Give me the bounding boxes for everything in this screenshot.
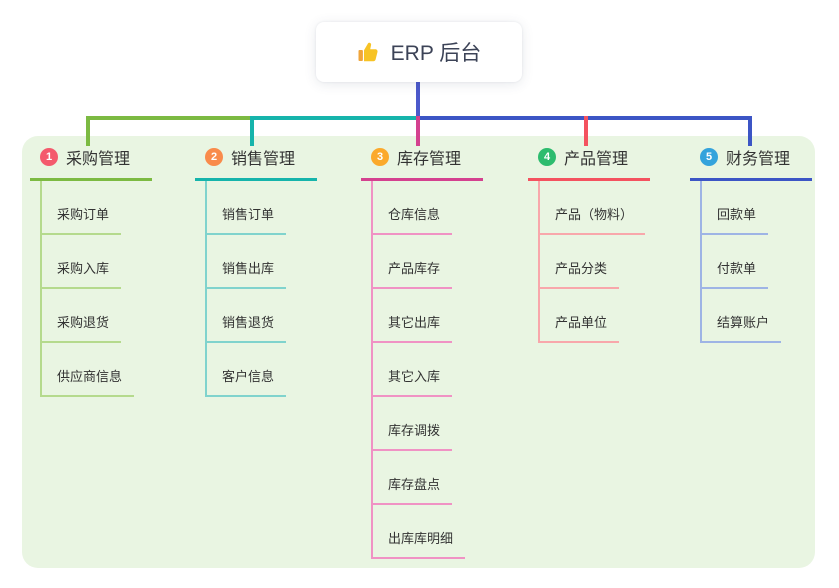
branch: 5 财务管理 回款单付款单结算账户 (690, 145, 812, 343)
child-label: 产品分类 (540, 261, 620, 289)
child-label: 产品（物料） (540, 207, 646, 235)
child-node[interactable]: 产品库存 (373, 235, 483, 289)
child-node[interactable]: 供应商信息 (42, 343, 152, 397)
child-node[interactable]: 客户信息 (207, 343, 317, 397)
child-label: 出库库明细 (373, 531, 466, 559)
trunk-segment-middle (250, 116, 420, 120)
branch: 4 产品管理 产品（物料） 产品分类产品单位 (528, 145, 650, 343)
branch-children: 采购订单采购入库采购退货供应商信息 (40, 181, 152, 397)
branch-children: 产品（物料） 产品分类产品单位 (538, 181, 650, 343)
branch-number-badge: 5 (700, 148, 718, 166)
branch-title: 库存管理 (397, 151, 462, 168)
root-node[interactable]: ERP 后台 (316, 22, 522, 82)
child-label: 供应商信息 (42, 369, 135, 397)
child-node[interactable]: 产品分类 (540, 235, 650, 289)
child-label: 结算账户 (702, 315, 782, 343)
branch-title: 销售管理 (231, 151, 296, 168)
branch-drop-line (416, 116, 420, 146)
branch-drop-line (584, 116, 588, 146)
branch-number-badge: 3 (371, 148, 389, 166)
branch-header[interactable]: 5 财务管理 (690, 145, 812, 181)
child-node[interactable]: 库存盘点 (373, 451, 483, 505)
branch-header[interactable]: 4 产品管理 (528, 145, 650, 181)
root-label: ERP 后台 (390, 42, 482, 65)
child-node[interactable]: 库存调拨 (373, 397, 483, 451)
branch-drop-line (748, 116, 752, 146)
child-label: 销售订单 (207, 207, 287, 235)
branch-title: 财务管理 (726, 151, 791, 168)
branch-children: 仓库信息产品库存其它出库其它入库库存调拨库存盘点出库库明细 (371, 181, 483, 559)
child-label: 库存调拨 (373, 423, 453, 451)
thumbs-up-icon (357, 40, 381, 64)
child-node[interactable]: 其它出库 (373, 289, 483, 343)
child-node[interactable]: 出库库明细 (373, 505, 483, 559)
child-node[interactable]: 结算账户 (702, 289, 812, 343)
child-node[interactable]: 产品（物料） (540, 181, 650, 235)
branch-children: 回款单付款单结算账户 (700, 181, 812, 343)
branch-title: 采购管理 (66, 151, 131, 168)
child-label: 产品库存 (373, 261, 453, 289)
branch: 3 库存管理 仓库信息产品库存其它出库其它入库库存调拨库存盘点出库库明细 (361, 145, 483, 559)
branch-number-badge: 1 (40, 148, 58, 166)
child-node[interactable]: 其它入库 (373, 343, 483, 397)
child-label: 销售出库 (207, 261, 287, 289)
child-label: 付款单 (702, 261, 769, 289)
branch-title: 产品管理 (564, 151, 629, 168)
branch: 2 销售管理 销售订单销售出库销售退货客户信息 (195, 145, 317, 397)
child-label: 回款单 (702, 207, 769, 235)
child-node[interactable]: 销售退货 (207, 289, 317, 343)
child-label: 客户信息 (207, 369, 287, 397)
child-label: 其它入库 (373, 369, 453, 397)
trunk-segment-left (86, 116, 254, 120)
child-node[interactable]: 回款单 (702, 181, 812, 235)
child-label: 库存盘点 (373, 477, 453, 505)
child-label: 采购退货 (42, 315, 122, 343)
root-stem-line (416, 80, 420, 120)
child-node[interactable]: 采购退货 (42, 289, 152, 343)
branch-number-badge: 2 (205, 148, 223, 166)
child-node[interactable]: 销售订单 (207, 181, 317, 235)
branch-drop-line (250, 116, 254, 146)
child-label: 采购订单 (42, 207, 122, 235)
branch-header[interactable]: 1 采购管理 (30, 145, 152, 181)
child-node[interactable]: 仓库信息 (373, 181, 483, 235)
branch-number-badge: 4 (538, 148, 556, 166)
branches-panel (22, 136, 815, 568)
child-node[interactable]: 付款单 (702, 235, 812, 289)
child-label: 仓库信息 (373, 207, 453, 235)
branch-drop-line (86, 116, 90, 146)
child-node[interactable]: 采购入库 (42, 235, 152, 289)
child-label: 销售退货 (207, 315, 287, 343)
child-node[interactable]: 产品单位 (540, 289, 650, 343)
child-label: 采购入库 (42, 261, 122, 289)
child-node[interactable]: 销售出库 (207, 235, 317, 289)
child-node[interactable]: 采购订单 (42, 181, 152, 235)
branch-header[interactable]: 2 销售管理 (195, 145, 317, 181)
child-label: 产品单位 (540, 315, 620, 343)
branch-header[interactable]: 3 库存管理 (361, 145, 483, 181)
child-label: 其它出库 (373, 315, 453, 343)
branch: 1 采购管理 采购订单采购入库采购退货供应商信息 (30, 145, 152, 397)
branch-children: 销售订单销售出库销售退货客户信息 (205, 181, 317, 397)
